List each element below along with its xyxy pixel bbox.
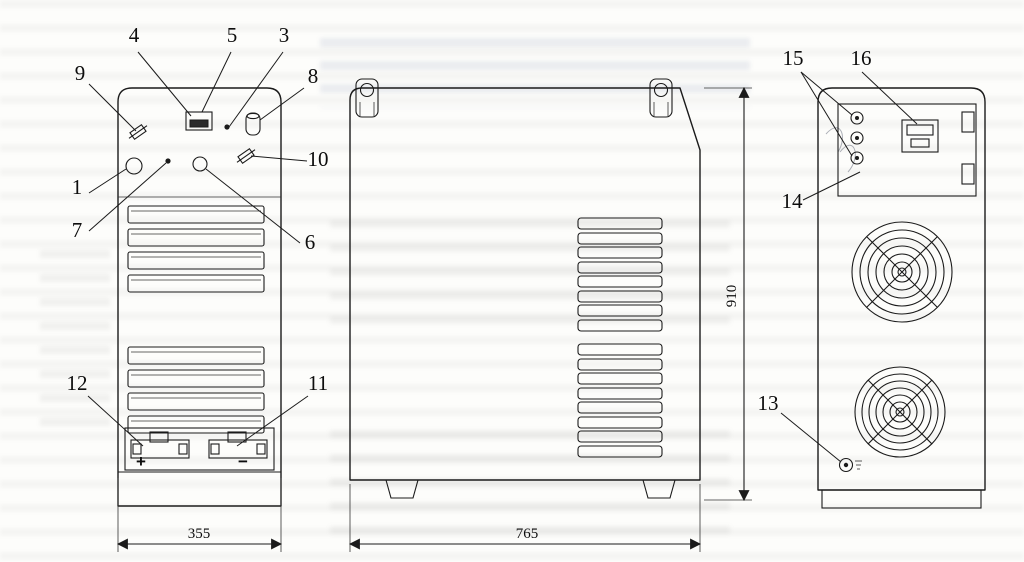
fuse-holder-item-8 — [245, 112, 261, 136]
front-view: + − — [117, 87, 282, 507]
cooling-fan-upper — [851, 221, 953, 323]
foot-right — [642, 479, 676, 499]
dimension-front-width: 355 — [116, 478, 283, 552]
callout-16: 16 — [851, 46, 872, 70]
side-louver-vents-upper — [577, 217, 663, 332]
rect-connector-item-16 — [901, 119, 939, 153]
plus-terminal-label: + — [136, 452, 146, 471]
lifting-lug-left — [355, 78, 379, 118]
back-view — [817, 87, 986, 509]
front-cabinet-outline — [117, 87, 282, 507]
back-cabinet-outline — [817, 87, 986, 491]
indicator-lamp-symbol-item-10 — [236, 147, 256, 165]
lifting-lug-right — [649, 78, 673, 118]
dimension-annotations: 355 765 910 — [116, 86, 752, 552]
back-base-plinth — [821, 489, 982, 509]
height-value: 910 — [724, 285, 740, 308]
foot-left — [385, 479, 419, 499]
callout-14: 14 — [782, 189, 804, 213]
pilot-dot-item-3 — [224, 124, 230, 130]
side-length-value: 765 — [516, 526, 539, 542]
round-connectors-item-15 — [850, 111, 864, 165]
callout-10: 10 — [308, 147, 329, 171]
callout-9: 9 — [75, 61, 86, 85]
callout-5: 5 — [227, 23, 238, 47]
front-louver-vents-lower — [127, 346, 265, 434]
callout-7: 7 — [72, 218, 83, 242]
panel-clip-bottom — [961, 163, 975, 185]
callout-11: 11 — [308, 371, 328, 395]
callout-8: 8 — [308, 64, 319, 88]
indicator-lamp-symbol-item-9 — [128, 123, 148, 141]
round-control-item-1 — [125, 157, 143, 175]
callout-15: 15 — [783, 46, 804, 70]
ground-terminal-item-13 — [838, 457, 862, 473]
side-body-outline — [349, 87, 701, 481]
callout-labels: 9 4 5 3 8 10 1 7 6 12 11 15 16 14 13 — [67, 23, 872, 415]
pen-mark-artifact — [825, 127, 843, 153]
side-louver-vents-lower — [577, 343, 663, 458]
front-louver-vents-upper — [127, 205, 265, 293]
front-width-value: 355 — [188, 526, 211, 542]
cooling-fan-lower — [854, 366, 946, 458]
callout-13: 13 — [758, 391, 779, 415]
round-control-item-6 — [192, 156, 208, 172]
pilot-dot-item-7 — [165, 158, 171, 164]
side-view — [349, 78, 701, 499]
callout-leader-lines — [87, 51, 918, 463]
back-connector-panel-item-14 — [837, 103, 977, 197]
switch-block-items-4-5 — [185, 111, 213, 131]
panel-clip-top — [961, 111, 975, 133]
negative-terminal-item-11 — [208, 431, 268, 459]
callout-6: 6 — [305, 230, 316, 254]
callout-1: 1 — [72, 175, 83, 199]
minus-terminal-label: − — [238, 452, 248, 471]
dimension-height: 910 — [704, 86, 752, 502]
callout-4: 4 — [129, 23, 140, 47]
callout-12: 12 — [67, 371, 88, 395]
dimension-side-length: 765 — [348, 484, 702, 552]
output-terminal-panel: + − — [124, 427, 275, 471]
positive-terminal-item-12 — [130, 431, 190, 459]
pen-mark-artifact — [839, 144, 856, 173]
callout-3: 3 — [279, 23, 290, 47]
front-control-elements — [125, 111, 261, 175]
